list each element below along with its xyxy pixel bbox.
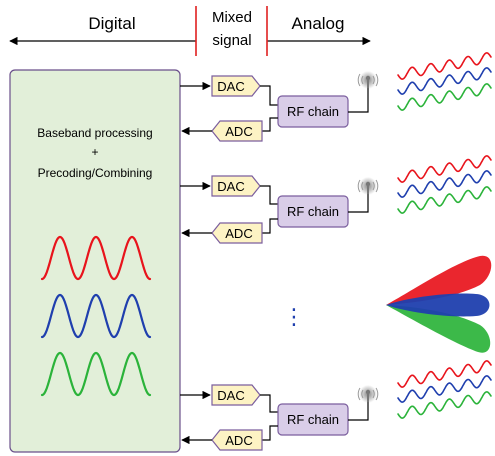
baseband-waveforms bbox=[40, 235, 152, 397]
baseband-label-line1: Baseband processing bbox=[37, 126, 152, 140]
radiated-wave-green bbox=[397, 391, 492, 419]
digital-label: Digital bbox=[88, 14, 135, 33]
baseband-label-line2: + bbox=[91, 145, 98, 159]
dac-to-rf-line bbox=[260, 185, 278, 205]
antenna-icon bbox=[357, 177, 379, 195]
radiated-wave-green bbox=[397, 186, 492, 214]
beam-lobe-red bbox=[386, 255, 492, 305]
antenna-feed-line bbox=[348, 402, 369, 421]
dac-label: DAC bbox=[217, 79, 244, 94]
radiated-wave-blue bbox=[397, 375, 492, 403]
rf-to-adc-line bbox=[262, 117, 278, 132]
rf-to-adc-line bbox=[262, 218, 278, 234]
more-chains-ellipsis: ⋮ bbox=[283, 305, 305, 330]
dac-to-rf-line bbox=[260, 85, 278, 106]
mixed-signal-label-line1: Mixed bbox=[212, 9, 252, 26]
dac-block bbox=[211, 175, 261, 197]
adc-label: ADC bbox=[225, 433, 252, 448]
dac-label: DAC bbox=[217, 388, 244, 403]
antenna-feed-line bbox=[348, 88, 369, 113]
adc-block bbox=[211, 222, 263, 244]
dac-label: DAC bbox=[217, 179, 244, 194]
beam-lobe-blue bbox=[386, 293, 490, 317]
radiated-wave-red bbox=[397, 52, 492, 80]
baseband-wave-green bbox=[40, 351, 152, 397]
rf-chain-label: RF chain bbox=[287, 412, 339, 427]
radiated-wave-blue bbox=[397, 170, 492, 198]
dac-block bbox=[211, 75, 261, 97]
rf-chain-label: RF chain bbox=[287, 204, 339, 219]
beam-lobe-green bbox=[386, 305, 491, 353]
beam-pattern bbox=[386, 255, 492, 353]
analog-label: Analog bbox=[292, 14, 345, 33]
rf-chain-label: RF chain bbox=[287, 104, 339, 119]
radiated-wave-red bbox=[397, 360, 492, 388]
baseband-wave-blue bbox=[40, 293, 152, 339]
antenna-icon bbox=[357, 385, 379, 403]
adc-label: ADC bbox=[225, 124, 252, 139]
antenna-feed-line bbox=[348, 194, 369, 213]
rf-to-adc-line bbox=[262, 425, 278, 441]
adc-label: ADC bbox=[225, 226, 252, 241]
adc-block bbox=[211, 120, 263, 142]
baseband-wave-red bbox=[40, 235, 152, 281]
adc-block bbox=[211, 429, 263, 451]
radiated-wave-green bbox=[397, 83, 492, 111]
rf-chain-group-1: DAC RF chain ADC bbox=[180, 71, 379, 142]
dac-to-rf-line bbox=[260, 394, 278, 413]
mixed-signal-label-line2: signal bbox=[212, 32, 251, 49]
radiated-wave-red bbox=[397, 155, 492, 183]
rf-chain-group-2: DAC RF chain ADC bbox=[180, 175, 379, 244]
radiated-wave-blue bbox=[397, 67, 492, 95]
baseband-label-line3: Precoding/Combining bbox=[38, 166, 153, 180]
rf-chain-group-3: DAC RF chain ADC bbox=[180, 384, 379, 451]
baseband-processing-block bbox=[9, 69, 181, 453]
dac-block bbox=[211, 384, 261, 406]
antenna-icon bbox=[357, 71, 379, 89]
radiated-waveforms bbox=[397, 52, 492, 419]
